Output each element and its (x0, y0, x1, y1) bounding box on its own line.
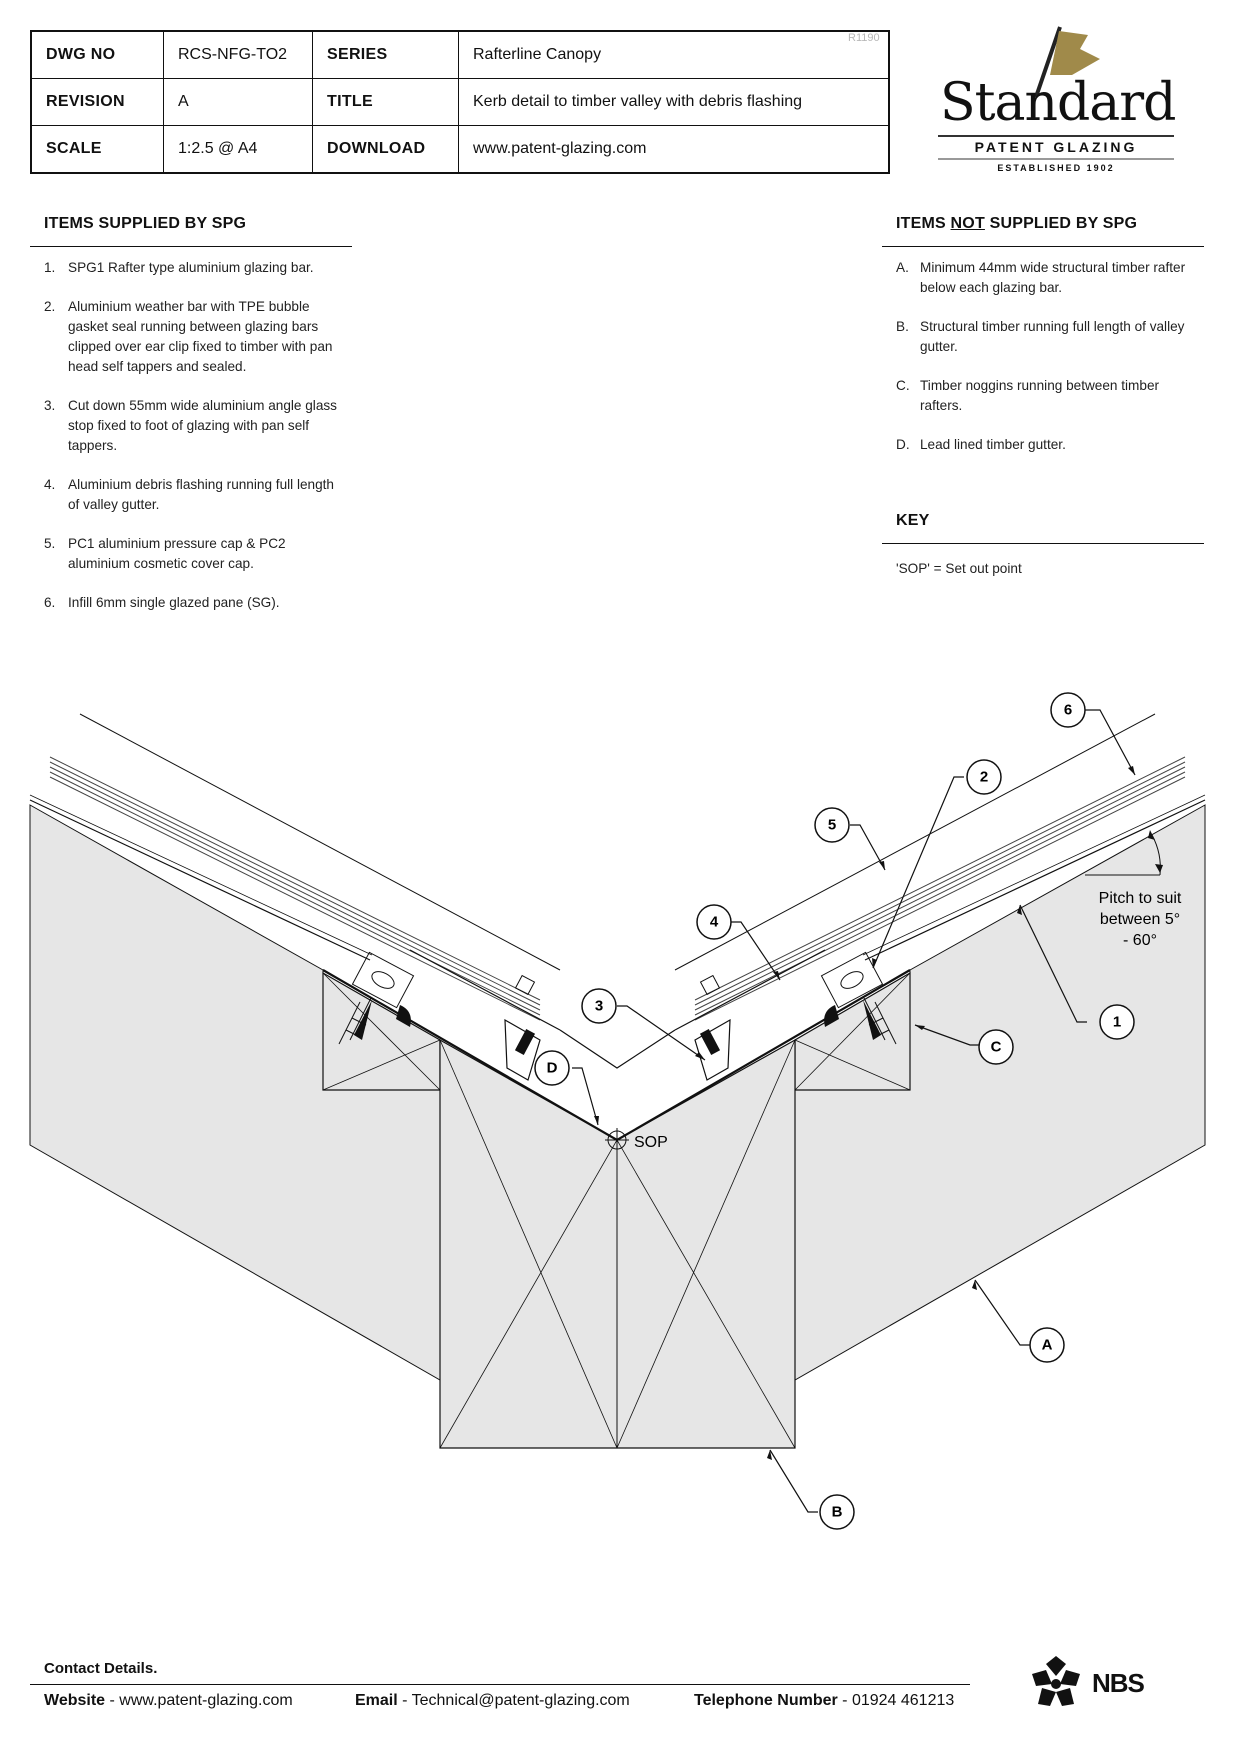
dwg-no-label: DWG NO (30, 30, 164, 79)
callout-leaders (572, 709, 1136, 1513)
callout-b: B (819, 1494, 855, 1530)
leader-arrows (594, 766, 1135, 1460)
nbs-wordmark: NBS (1092, 1668, 1145, 1698)
logo-rule-top (938, 135, 1174, 137)
revision-label: REVISION (30, 78, 164, 126)
svg-text:1: 1 (1113, 1014, 1121, 1031)
callout-6: 6 (1050, 692, 1086, 728)
callout-3: 3 (581, 988, 617, 1024)
svg-text:B: B (832, 1504, 843, 1521)
callout-2: 2 (966, 759, 1002, 795)
logo-subtitle: PATENT GLAZING (974, 139, 1138, 155)
not-supplied-item: B.Structural timber running full length … (896, 319, 1185, 354)
svg-text:3: 3 (595, 998, 603, 1015)
download-label: DOWNLOAD (312, 125, 459, 174)
standard-patent-glazing-logo: Standard PATENT GLAZING ESTABLISHED 1902 (930, 25, 1180, 180)
not-supplied-heading: ITEMS NOT SUPPLIED BY SPG (896, 215, 1138, 232)
contact-heading: Contact Details. (44, 1660, 158, 1677)
title-block: DWG NO RCS-NFG-TO2 SERIES Rafterline Can… (30, 30, 890, 174)
not-supplied-item: D.Lead lined timber gutter. (896, 437, 1066, 452)
logo-wordmark: Standard (940, 73, 1176, 133)
website-link[interactable]: www.patent-glazing.com (119, 1692, 293, 1709)
scale-label: SCALE (30, 125, 164, 174)
timber-valley-beam (439, 1038, 796, 1449)
logo-established: ESTABLISHED 1902 (997, 163, 1115, 173)
supplied-heading: ITEMS SUPPLIED BY SPG (44, 215, 247, 232)
svg-text:D: D (547, 1060, 558, 1077)
scale-value: 1:2.5 @ A4 (163, 125, 313, 174)
svg-text:5: 5 (828, 817, 836, 834)
supplied-item: 1.SPG1 Rafter type aluminium glazing bar… (44, 260, 314, 275)
series-value: Rafterline Canopy (458, 30, 890, 79)
svg-text:6: 6 (1064, 702, 1072, 719)
supplied-item: 5.PC1 aluminium pressure cap & PC2 alumi… (44, 536, 286, 571)
glazing-assembly-right (674, 713, 1206, 1081)
logo-rule-bottom (938, 158, 1174, 160)
not-supplied-list: A.Minimum 44mm wide structural timber ra… (896, 258, 1192, 474)
not-supplied-item: A.Minimum 44mm wide structural timber ra… (896, 260, 1186, 295)
download-link[interactable]: www.patent-glazing.com (458, 125, 890, 174)
kerb-detail-drawing: SOP Pitch to suit between 5° - 60° (29, 692, 1206, 1530)
website-label: Website (44, 1692, 106, 1709)
series-label: SERIES (312, 30, 459, 79)
timber-noggin-right (794, 971, 911, 1091)
key-heading: KEY (896, 512, 930, 529)
email-link[interactable]: Technical@patent-glazing.com (411, 1692, 630, 1709)
callout-d: D (534, 1050, 570, 1086)
callout-c: C (978, 1029, 1014, 1065)
supplied-item: 6.Infill 6mm single glazed pane (SG). (44, 595, 280, 610)
phone-label: Telephone Number (694, 1692, 838, 1709)
revision-code: R1190 (848, 32, 880, 44)
svg-text:A: A (1042, 1337, 1053, 1354)
glazing-assembly-left (29, 713, 561, 1081)
pitch-line-2: between 5° (1100, 911, 1180, 928)
supplied-rule (30, 246, 352, 247)
email-label: Email (355, 1692, 398, 1709)
key-text: 'SOP' = Set out point (896, 561, 1022, 576)
footer-website: Website - www.patent-glazing.com (44, 1692, 293, 1709)
supplied-item: 4.Aluminium debris flashing running full… (44, 477, 334, 512)
pitch-annotation: Pitch to suit between 5° - 60° (1085, 830, 1182, 949)
footer-email: Email - Technical@patent-glazing.com (355, 1692, 630, 1709)
sop-marker: SOP (605, 1128, 668, 1152)
revision-value: A (163, 78, 313, 126)
callout-4: 4 (696, 904, 732, 940)
pitch-line-1: Pitch to suit (1099, 890, 1182, 907)
supplied-item: 2.Aluminium weather bar with TPE bubble … (44, 299, 333, 374)
svg-text:C: C (991, 1039, 1002, 1056)
nbs-logo-icon (1032, 1656, 1080, 1706)
footer-rule (30, 1684, 970, 1685)
flag-icon (1034, 26, 1100, 98)
callout-5: 5 (814, 807, 850, 843)
title-value: Kerb detail to timber valley with debris… (458, 78, 890, 126)
sop-label: SOP (634, 1134, 668, 1151)
phone-number: 01924 461213 (851, 1692, 955, 1709)
title-label: TITLE (312, 78, 459, 126)
dwg-no-value: RCS-NFG-TO2 (163, 30, 313, 79)
not-supplied-rule (882, 246, 1204, 247)
timber-noggin-left (322, 971, 441, 1091)
supplied-list: 1.SPG1 Rafter type aluminium glazing bar… (44, 258, 344, 632)
not-supplied-item: C.Timber noggins running between timber … (896, 378, 1160, 413)
svg-text:2: 2 (980, 769, 988, 786)
footer-phone: Telephone Number - 01924 461213 (694, 1692, 955, 1709)
supplied-item: 3.Cut down 55mm wide aluminium angle gla… (44, 398, 337, 453)
callout-a: A (1029, 1327, 1065, 1363)
key-rule (882, 543, 1204, 544)
callout-1: 1 (1099, 1004, 1135, 1040)
debris-flashing (559, 1029, 676, 1069)
pitch-line-3: - 60° (1123, 932, 1157, 949)
svg-text:4: 4 (710, 914, 719, 931)
